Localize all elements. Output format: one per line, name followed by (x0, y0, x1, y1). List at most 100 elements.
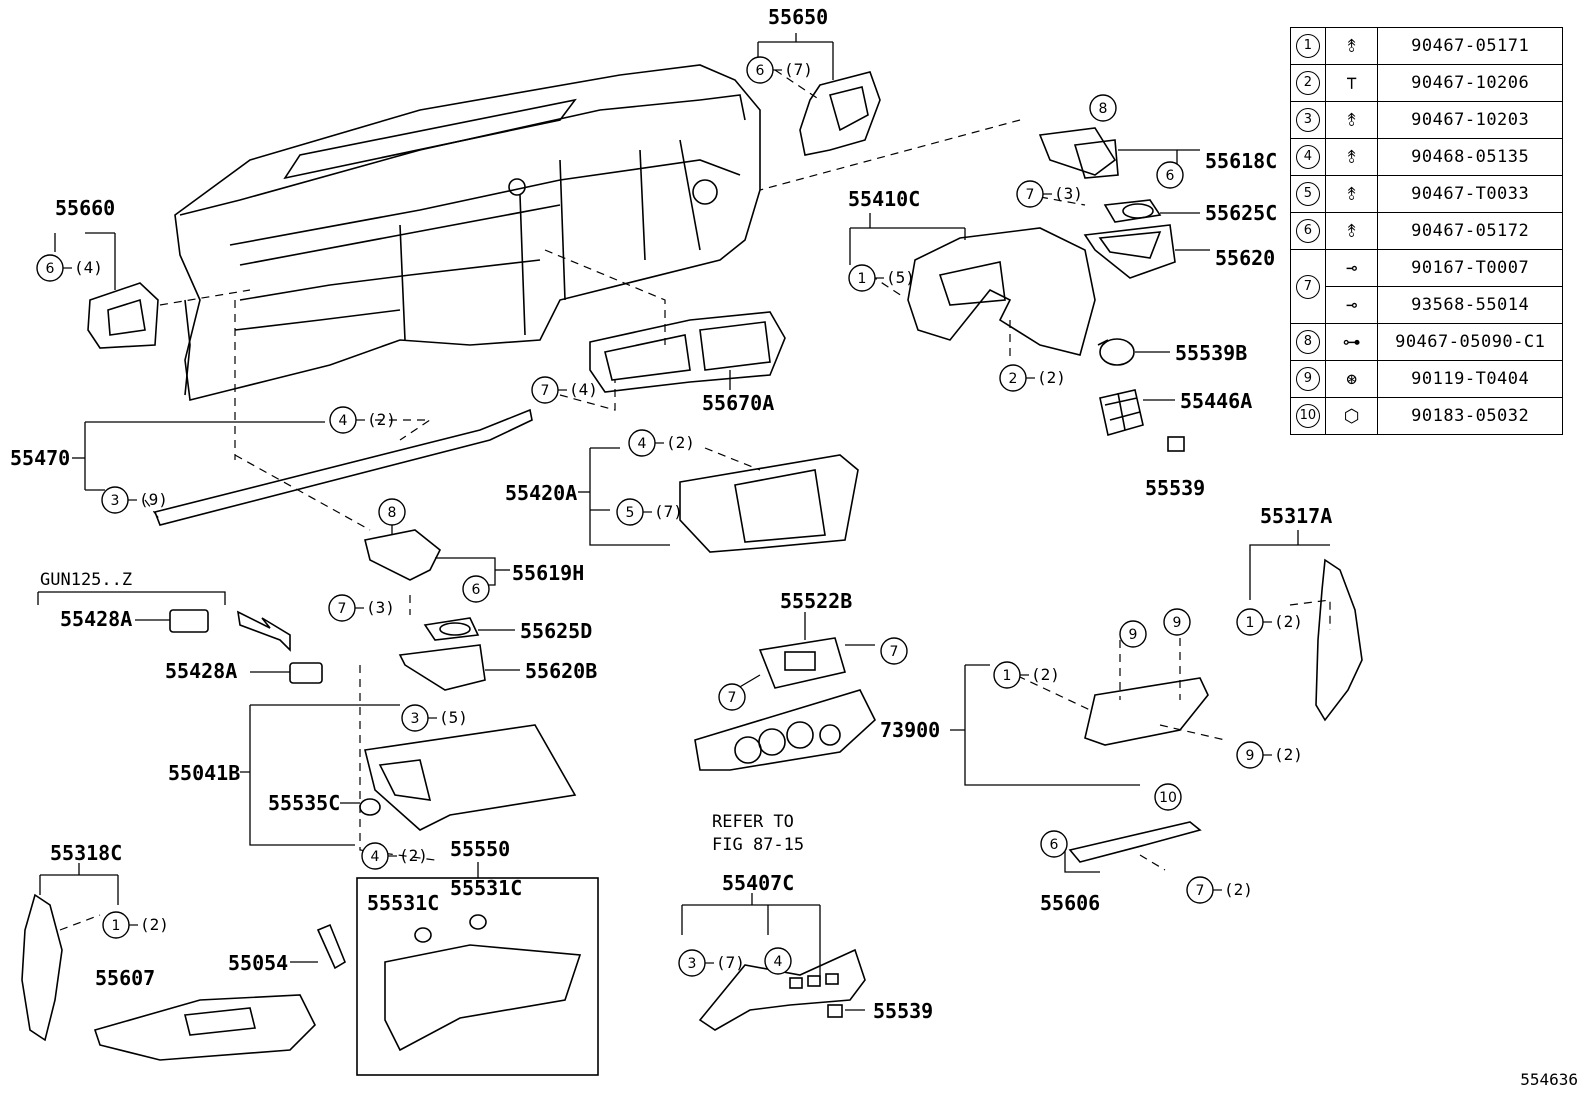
callout-number: 6 (1050, 837, 1059, 853)
callout-number: 6 (46, 261, 55, 277)
callout-number: 2 (1009, 371, 1018, 387)
legend-icon-cell: ⊛ (1324, 360, 1379, 398)
fastener-callout: 9 (1163, 608, 1191, 636)
legend-icon-cell: ⬡ (1324, 397, 1379, 435)
legend-row: 2⊤90467-10206 (1290, 64, 1563, 102)
part-number-label: 55650 (768, 5, 828, 29)
legend-part-number: 90467-05171 (1377, 27, 1563, 65)
callout-number: 4 (339, 413, 348, 429)
callout-number: 1 (1246, 615, 1255, 631)
callout-quantity: (2) (666, 433, 695, 452)
callout-quantity: (7) (716, 953, 745, 972)
callout-quantity: (4) (569, 380, 598, 399)
side-cover-left-part (21, 893, 63, 1042)
screw-icon: ⊸ (1346, 294, 1358, 316)
callout-circle (1089, 94, 1117, 122)
callout-circle (462, 575, 490, 603)
fastener-callout: 4(2) (628, 429, 695, 457)
variant-note: GUN125..Z (40, 570, 132, 590)
legend-icon-cell: ⊤ (1324, 64, 1379, 102)
callout-quantity: (4) (74, 258, 103, 277)
refer-note-line-1: REFER TO (712, 812, 794, 832)
legend-icon-cell: ⥉ (1324, 212, 1379, 250)
callout-number: 7 (338, 601, 347, 617)
fastener-callout: 1(5) (848, 264, 915, 292)
callout-number: 4 (371, 849, 380, 865)
legend-icon-cell: ⊸ (1324, 249, 1379, 287)
lower-mat-part (423, 617, 480, 641)
fastener-callout: 7(3) (1016, 180, 1083, 208)
glove-box-part (364, 724, 577, 831)
legend-number: 4 (1295, 145, 1320, 169)
heater-control-part (694, 689, 876, 771)
part-number-label: 55531C (367, 891, 439, 915)
legend-row: 10 ⬡ 90183-05032 (1290, 397, 1563, 435)
legend-number: 5 (1295, 182, 1320, 206)
part-number-label: 55539B (1175, 341, 1247, 365)
part-number-label: 73900 (880, 718, 940, 742)
callout-quantity: (5) (439, 708, 468, 727)
legend-row: 7⊸90167-T0007 (1290, 249, 1563, 324)
fastener-callout: 7 (880, 637, 908, 665)
legend-icon-cell: ⥉ (1324, 138, 1379, 176)
part-number-label: 55670A (702, 391, 774, 415)
legend-part-number: 90467-05172 (1377, 212, 1563, 250)
callout-circle (1119, 620, 1147, 648)
part-number-label: 55428A (60, 607, 132, 631)
part-number-label: 55428A (165, 659, 237, 683)
part-labels: 556505566055618C55410C55625C5562055539B5… (10, 5, 1332, 1023)
legend-number-cell: 9 (1290, 360, 1326, 398)
cup-holder-tray-part (1083, 224, 1176, 279)
part-number-label: 55660 (55, 196, 115, 220)
part-number-label: 55420A (505, 481, 577, 505)
lower-tray-part (398, 644, 486, 691)
callout-number: 7 (541, 383, 550, 399)
legend-number: 8 (1295, 330, 1320, 354)
side-vent-right-part (799, 71, 881, 156)
callout-number: 1 (1003, 668, 1012, 684)
fastener-callout: 5(7) (616, 498, 683, 526)
legend-row: 4⥉90468-05135 (1290, 138, 1563, 176)
screw-icon: ⊸ (1346, 257, 1358, 279)
part-number-label: 55619H (512, 561, 584, 585)
callout-number: 7 (1196, 883, 1205, 899)
callout-number: 10 (1159, 790, 1177, 806)
legend-number: 10 (1295, 404, 1320, 428)
side-cover-right-part (1315, 558, 1363, 722)
part-number-label: 55535C (268, 791, 340, 815)
variant-arrow (236, 610, 291, 652)
legend-icon-cell: ⊶ (1324, 323, 1379, 361)
fastener-callout: 6 (1156, 161, 1184, 189)
display-unit-part (758, 637, 847, 689)
grommet-icon: ⊶ (1342, 331, 1361, 353)
diagram-notes: GUN125..Z REFER TO FIG 87-15 (40, 570, 804, 855)
callout-number: 5 (626, 505, 635, 521)
trim-strip-part (153, 408, 533, 526)
nut-icon: ⬡ (1343, 405, 1360, 427)
legend-part-number: 90183-05032 (1377, 397, 1563, 435)
legend-part-number: 90467-10203 (1377, 101, 1563, 139)
cup-holder-mat-part (1103, 199, 1162, 223)
part-number-label: 55317A (1260, 504, 1332, 528)
part-number-label: 55550 (450, 837, 510, 861)
part-number-label: 55620 (1215, 246, 1275, 270)
switch-hole-cover-b-part (827, 1004, 843, 1018)
callout-number: 6 (472, 582, 481, 598)
fastener-callout: 7(3) (328, 594, 395, 622)
callout-quantity: (9) (139, 490, 168, 509)
fastener-callouts: 6(7)867(3)6(4)1(5)2(2)7(4)4(2)3(9)4(2)5(… (36, 56, 1303, 977)
legend-number-cell: 10 (1290, 397, 1326, 435)
callout-quantity: (7) (784, 60, 813, 79)
legend-number-cell: 4 (1290, 138, 1326, 176)
display-bezel-part (679, 454, 859, 553)
legend-part-number: 90467-10206 (1377, 64, 1563, 102)
fastener-callout: 7(2) (1186, 876, 1253, 904)
fastener-callout: 9(2) (1236, 741, 1303, 769)
meter-hood-part (907, 227, 1096, 356)
fastener-callout: 6 (462, 575, 490, 603)
legend-row: 6⥉90467-05172 (1290, 212, 1563, 250)
center-vent-part (589, 311, 786, 393)
callout-circle (1163, 608, 1191, 636)
